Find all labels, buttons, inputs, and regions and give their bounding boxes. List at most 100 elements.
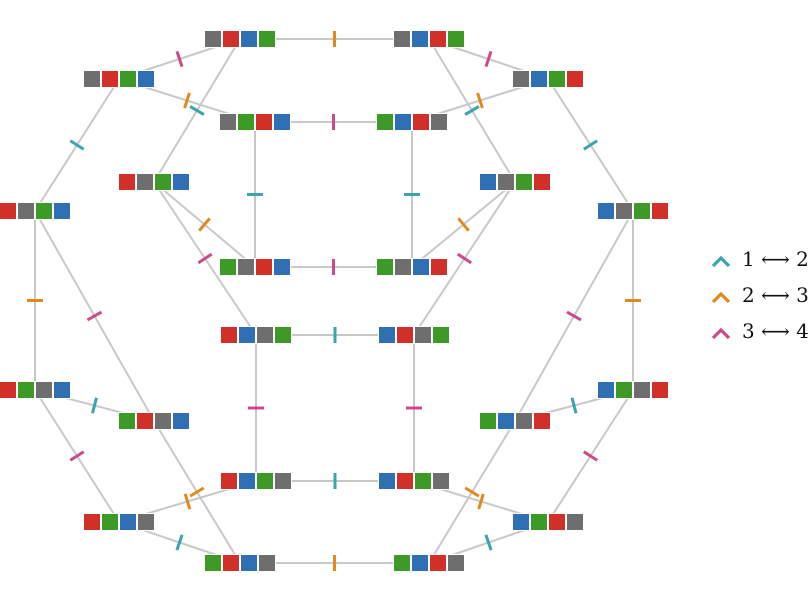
node-background [220, 472, 292, 490]
node-background [0, 381, 71, 399]
red-square [0, 382, 16, 398]
pink-chevron [711, 327, 731, 340]
swap-mark-34 [175, 50, 184, 68]
red-square [534, 413, 550, 429]
green-square [257, 473, 273, 489]
swap-mark-23 [476, 92, 484, 109]
legend-label-swap-3-4: 3 ⟷ 4 [742, 319, 808, 343]
node-A1 [204, 30, 276, 48]
red-square [0, 203, 16, 219]
swap-marks-layer [27, 31, 641, 571]
node-background [378, 472, 450, 490]
blue-square [412, 555, 428, 571]
blue-square [395, 114, 411, 130]
blue-square [241, 31, 257, 47]
gray-square [155, 413, 171, 429]
teal-chevron [711, 255, 731, 268]
blue-square [239, 473, 255, 489]
pink-chevron-icon [711, 327, 731, 340]
node-background [219, 113, 291, 131]
gray-square [275, 473, 291, 489]
gray-square [634, 382, 650, 398]
green-square [36, 203, 52, 219]
red-square [223, 31, 239, 47]
gray-square [516, 413, 532, 429]
red-square [397, 473, 413, 489]
blue-square [412, 31, 428, 47]
node-background [512, 70, 584, 88]
green-square [433, 327, 449, 343]
green-square [205, 555, 221, 571]
swap-mark-23 [189, 486, 205, 498]
green-square [220, 259, 236, 275]
blue-square [379, 473, 395, 489]
node-F1 [219, 258, 291, 276]
node-background [378, 326, 450, 344]
swap-mark-12 [464, 105, 480, 116]
node-H2 [597, 381, 669, 399]
green-square [377, 114, 393, 130]
blue-square [274, 114, 290, 130]
gray-square [257, 327, 273, 343]
node-background [204, 554, 276, 572]
red-square [223, 555, 239, 571]
green-square [616, 382, 632, 398]
gray-square [616, 203, 632, 219]
node-F2 [376, 258, 448, 276]
node-background [393, 554, 465, 572]
green-square [238, 114, 254, 130]
swap-mark-12 [189, 105, 205, 116]
node-I2 [479, 412, 551, 430]
blue-square [598, 382, 614, 398]
red-square [221, 327, 237, 343]
swap-mark-12 [582, 139, 599, 151]
gray-square [137, 174, 153, 190]
node-background [479, 173, 551, 191]
swap-mark-12 [175, 534, 184, 551]
swap-mark-34 [484, 50, 493, 68]
blue-square [274, 259, 290, 275]
blue-square [598, 203, 614, 219]
gray-square [220, 114, 236, 130]
green-square [634, 203, 650, 219]
swap-mark-23 [464, 486, 480, 498]
swap-mark-34 [197, 252, 213, 265]
blue-square [173, 413, 189, 429]
blue-square [54, 203, 70, 219]
green-square [377, 259, 393, 275]
gray-square [567, 514, 583, 530]
green-square [516, 174, 532, 190]
node-C1 [219, 113, 291, 131]
node-H1 [0, 381, 71, 399]
node-background [597, 202, 669, 220]
green-square [155, 174, 171, 190]
blue-square [379, 327, 395, 343]
green-square [415, 473, 431, 489]
swap-mark-34 [582, 450, 599, 462]
node-J2 [378, 472, 450, 490]
node-J1 [220, 472, 292, 490]
blue-square [138, 71, 154, 87]
gray-square [395, 259, 411, 275]
node-K2 [512, 513, 584, 531]
node-C2 [376, 113, 448, 131]
node-G2 [378, 326, 450, 344]
red-square [430, 555, 446, 571]
blue-square [413, 259, 429, 275]
swap-mark-34 [86, 310, 103, 322]
node-L1 [204, 554, 276, 572]
green-square [531, 514, 547, 530]
green-square [275, 327, 291, 343]
node-background [512, 513, 584, 531]
node-A2 [393, 30, 465, 48]
red-square [397, 327, 413, 343]
swap-mark-12 [91, 397, 98, 414]
green-square [259, 31, 275, 47]
green-square [549, 71, 565, 87]
gray-square [431, 114, 447, 130]
red-square [119, 174, 135, 190]
swap-mark-34 [69, 450, 85, 462]
node-B2 [512, 70, 584, 88]
blue-square [120, 514, 136, 530]
